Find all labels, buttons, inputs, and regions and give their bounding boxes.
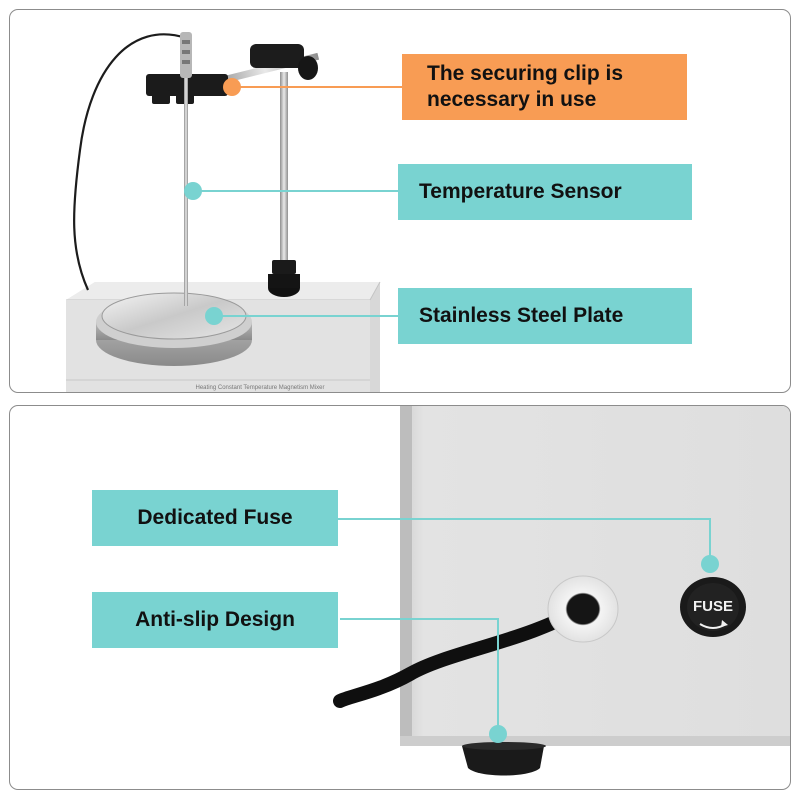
top-product-panel: Heating Constant Temperature Magnetism M… <box>9 9 791 393</box>
callout-securing-clip-line1: The securing clip is <box>427 62 624 85</box>
clamp-knob <box>250 44 318 80</box>
temperature-probe <box>180 32 192 306</box>
rod-base <box>268 260 300 297</box>
fuse-holder <box>680 577 746 637</box>
callout-stainless-plate-label: Stainless Steel Plate <box>419 304 624 327</box>
callout-dedicated-fuse: Dedicated Fuse <box>92 490 338 546</box>
sensor-cable <box>73 33 187 291</box>
callout-securing-clip: The securing clip is necessary in use <box>402 54 687 120</box>
cable-grommet <box>547 575 619 643</box>
bottom-detail-panel: FUSE Dedicated Fuse Anti-slip Design <box>9 405 791 790</box>
device-label: Heating Constant Temperature Magnetism M… <box>196 385 325 391</box>
housing-side <box>400 406 790 746</box>
fuse-label: FUSE <box>693 598 733 615</box>
callout-stainless-plate: Stainless Steel Plate <box>398 288 692 344</box>
callout-securing-clip-line2: necessary in use <box>427 88 597 111</box>
callout-temperature-sensor: Temperature Sensor <box>398 164 692 220</box>
stainless-plate <box>96 292 252 366</box>
callout-anti-slip: Anti-slip Design <box>92 592 338 648</box>
callout-anti-slip-label: Anti-slip Design <box>135 608 295 631</box>
callout-dedicated-fuse-label: Dedicated Fuse <box>137 506 293 529</box>
anti-slip-foot <box>462 742 546 776</box>
support-rod <box>280 72 288 277</box>
callout-temperature-sensor-label: Temperature Sensor <box>419 180 622 203</box>
